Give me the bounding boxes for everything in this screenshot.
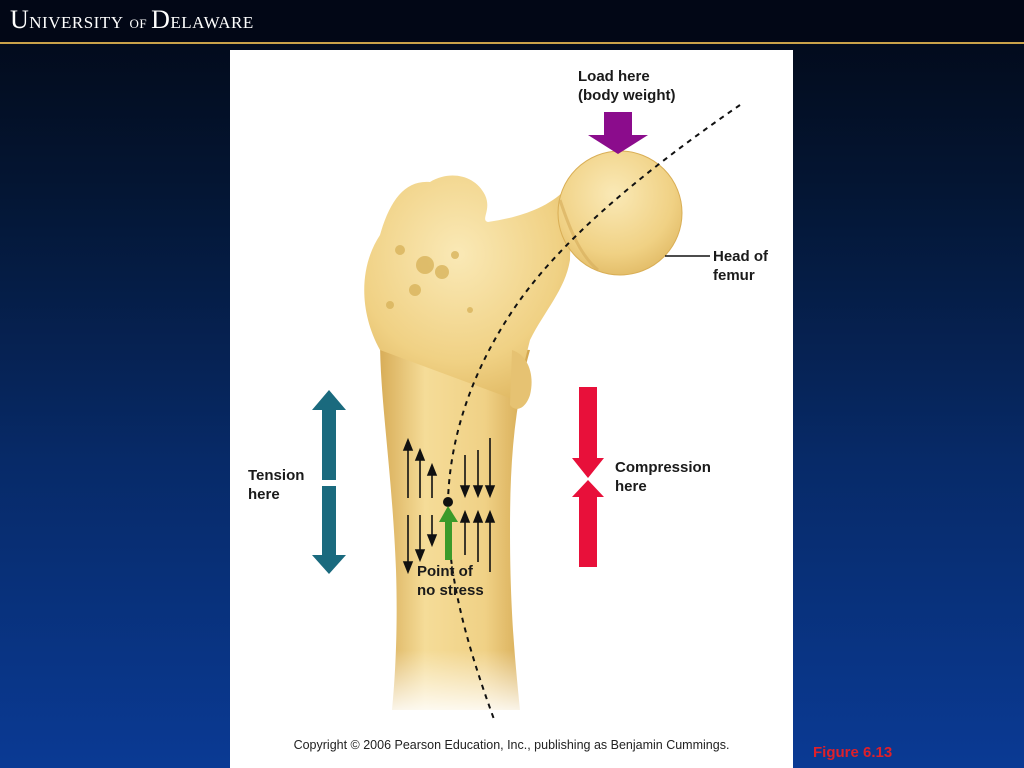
compression-small-arrows-upper [459, 438, 496, 499]
tension-small-arrows-lower [402, 515, 438, 575]
logo-u: U [10, 5, 30, 34]
femur-trochanter [364, 175, 574, 400]
logo-elaware: ELAWARE [170, 13, 254, 32]
logo-niversity: NIVERSITY [29, 13, 124, 32]
figure-caption: Figure 6.13 [813, 744, 893, 761]
femur-diagram [312, 104, 741, 723]
load-label-line2: (body weight) [578, 87, 676, 104]
femoral-head [557, 150, 683, 276]
tension-arrow [312, 390, 346, 574]
logo-d: D [151, 5, 171, 34]
no-stress-label: Point of no stress [417, 562, 484, 600]
copyright-text: Copyright © 2006 Pearson Education, Inc.… [293, 738, 730, 752]
no-stress-label-line2: no stress [417, 582, 484, 599]
figure-panel: Load here (body weight) Head of femur Te… [230, 50, 793, 768]
load-label: Load here (body weight) [578, 67, 676, 105]
compression-arrow [572, 387, 604, 567]
no-stress-point [443, 497, 453, 507]
tension-label-line2: here [248, 486, 280, 503]
lesser-trochanter [510, 350, 532, 409]
head-label-line1: Head of [713, 248, 769, 265]
logo-of: OF [129, 16, 148, 31]
head-of-femur-label: Head of femur [713, 247, 768, 285]
load-arrow [588, 112, 648, 154]
compression-label: Compression here [615, 458, 711, 496]
tension-label-line1: Tension [248, 467, 305, 484]
compression-label-line2: here [615, 478, 647, 495]
tension-small-arrows-upper [402, 437, 438, 498]
compression-label-line1: Compression [615, 459, 711, 476]
compression-small-arrows-lower [459, 509, 496, 572]
no-stress-arrow [439, 506, 458, 560]
head-label-line2: femur [713, 267, 755, 284]
femur-shaft [380, 340, 530, 710]
load-label-line1: Load here [578, 68, 650, 85]
tension-label: Tension here [248, 466, 304, 504]
no-stress-label-line1: Point of [417, 563, 473, 580]
bone-texture [386, 245, 473, 313]
